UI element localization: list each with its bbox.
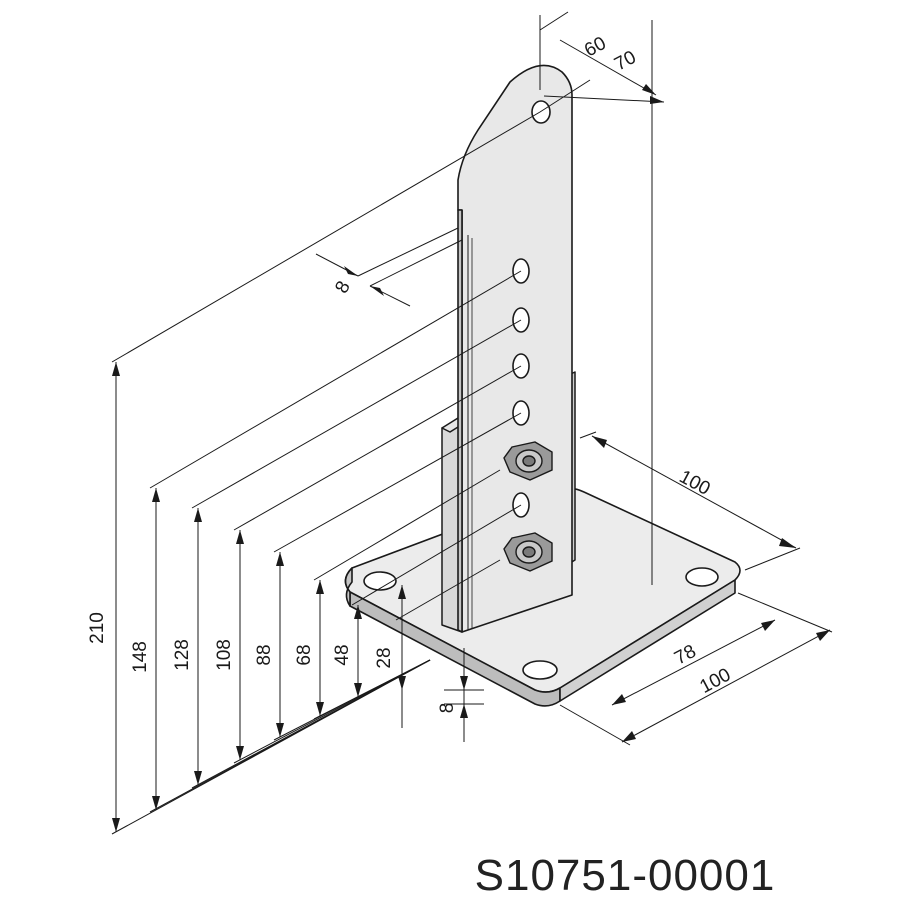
leader-28 — [395, 559, 501, 621]
upright-plate — [457, 64, 573, 633]
leader-88 — [273, 412, 522, 553]
arrow-108-top — [236, 530, 244, 544]
dim-label-68: 68 — [294, 644, 315, 665]
dim-label-plate-thickness: 8 — [437, 703, 458, 714]
leader-210 — [111, 79, 591, 363]
arrowheads — [112, 84, 830, 832]
dim-ext-base-100b1 — [559, 704, 631, 746]
arrow-upright-8b — [370, 286, 384, 296]
dim-label-base-width: 100 — [676, 466, 714, 499]
arrow-148-top — [152, 488, 160, 502]
leader-108 — [233, 365, 522, 531]
arrow-128-bottom — [194, 771, 202, 785]
leader-148 — [149, 270, 522, 489]
dim-line-upright-8 — [357, 227, 459, 277]
arrow-48-top — [354, 605, 362, 619]
hex-nut-upper-bolt — [522, 455, 536, 467]
leader-128 — [191, 319, 522, 509]
dim-label-48: 48 — [332, 644, 353, 665]
dim-label-70: 70 — [611, 47, 640, 75]
dim-line-upright-8b — [369, 239, 463, 287]
upright-plate-edge — [457, 209, 463, 633]
base-hole-left — [363, 571, 397, 591]
hex-nut-lower-bolt — [522, 546, 536, 558]
arrow-upright-8a — [344, 266, 358, 276]
arrow-88-top — [276, 552, 284, 566]
upright-top-hole — [531, 100, 551, 124]
dim-ext-base-100b2 — [737, 592, 833, 633]
arrow-base-100a-right — [779, 538, 796, 548]
dim-label-88: 88 — [254, 644, 275, 665]
arrow-210-top — [112, 362, 120, 376]
dim-line-base-100b — [621, 629, 831, 743]
dimension-lines — [111, 11, 833, 835]
dim-label-148: 148 — [130, 641, 151, 673]
dim-label-base-depth: 100 — [696, 664, 734, 697]
arrow-210-bottom — [112, 818, 120, 832]
base-plate-left-edge — [344, 567, 353, 607]
dim-label-upright-thickness: 8 — [331, 278, 355, 297]
part-number: S10751-00001 — [475, 851, 776, 900]
arrow-88-bottom — [276, 723, 284, 737]
hex-nut-lower — [503, 532, 553, 572]
dim-line-60 — [559, 39, 657, 96]
arrow-28-top — [398, 585, 406, 599]
base-leader-68 — [313, 659, 431, 720]
arrow-48-bottom — [354, 683, 362, 697]
arrow-plate-8-bottom — [460, 704, 468, 718]
arrow-base-100a-left — [592, 436, 607, 448]
dim-label-210: 210 — [87, 612, 108, 644]
arrow-78-right — [761, 620, 775, 631]
dim-ext-base-100a2 — [744, 547, 801, 571]
dim-line-top-diag — [539, 11, 569, 31]
arrow-128-top — [194, 508, 202, 522]
leader-48 — [351, 504, 522, 606]
base-hole-front — [522, 660, 558, 680]
dim-label-128: 128 — [172, 639, 193, 671]
base-plate-right-edge — [559, 579, 736, 702]
arrow-60-right — [642, 84, 656, 95]
arrow-28-bottom — [398, 676, 406, 690]
base-hole-right — [685, 567, 719, 587]
arrow-base-100b-right — [816, 630, 830, 641]
arrow-plate-8-top — [460, 676, 468, 690]
dim-label-28: 28 — [374, 647, 395, 668]
dim-line-78 — [611, 619, 776, 706]
arrow-base-100b-left — [622, 731, 636, 742]
dim-line-base-100a — [591, 435, 797, 549]
hex-nut-upper — [503, 441, 553, 481]
arrow-68-top — [316, 580, 324, 594]
dim-ext-base-100a — [579, 431, 597, 439]
dim-label-60: 60 — [581, 33, 610, 61]
dim-label-108: 108 — [214, 639, 235, 671]
leader-68 — [313, 469, 501, 581]
arrow-78-left — [612, 694, 626, 705]
arrow-68-bottom — [316, 702, 324, 716]
dim-label-hole-spacing: 78 — [671, 641, 700, 669]
arrow-148-bottom — [152, 796, 160, 810]
dim-line-70 — [543, 95, 665, 103]
arrow-70-right — [650, 96, 664, 104]
arrow-108-bottom — [236, 746, 244, 760]
